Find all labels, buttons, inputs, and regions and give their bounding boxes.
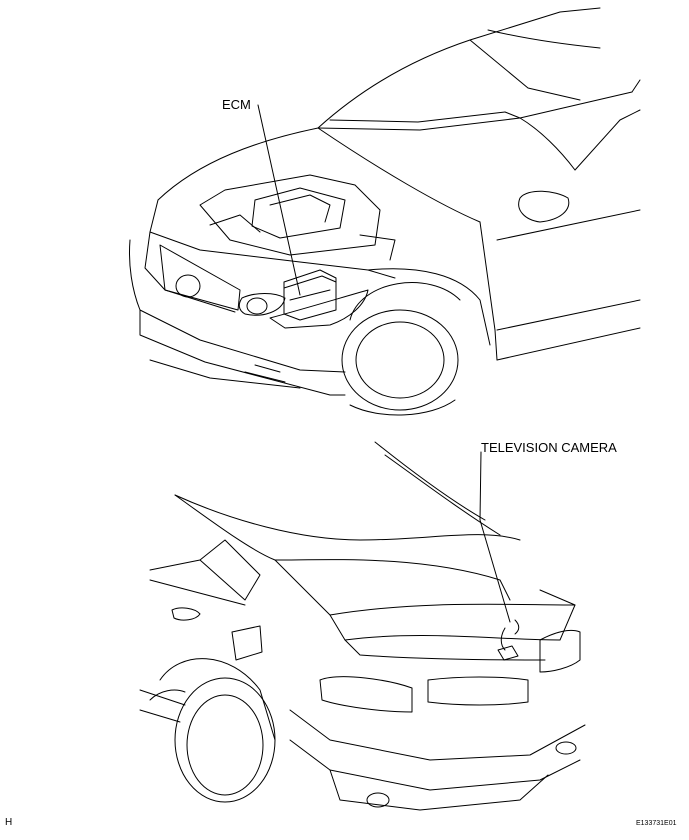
page-code: H — [5, 817, 13, 828]
ecm-label: ECM — [222, 97, 251, 112]
television-camera-label: TELEVISION CAMERA — [481, 440, 617, 455]
front-car-view — [129, 7, 641, 416]
figure-code: E133731E01 — [636, 820, 677, 827]
rear-car-view — [139, 441, 586, 811]
